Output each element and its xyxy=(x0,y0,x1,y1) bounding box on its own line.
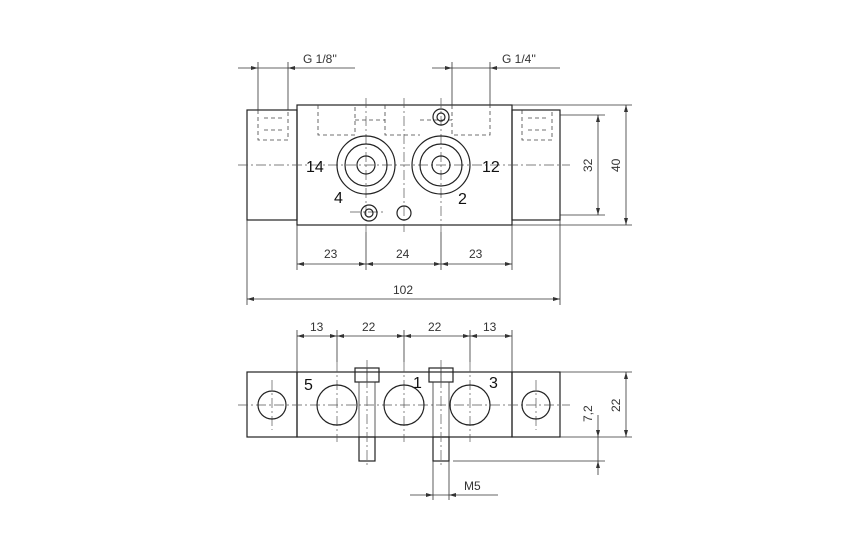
dim-m5-label: M5 xyxy=(464,479,481,493)
dim-40: 40 xyxy=(609,158,623,172)
port-12-circle xyxy=(411,135,471,195)
dim-13-right: 13 xyxy=(483,320,497,334)
screw-left xyxy=(354,360,380,468)
port-label-5: 5 xyxy=(304,377,313,394)
thread-callout-g18: G 1/8'' xyxy=(238,52,355,110)
dim-23-left: 23 xyxy=(324,247,338,261)
port-label-4: 4 xyxy=(334,190,343,207)
port-14-circle xyxy=(336,135,396,195)
bottom-view: 5 1 3 13 22 22 13 xyxy=(238,320,632,500)
mounting-hole-small xyxy=(360,108,450,222)
dim-vertical-32-40: 32 40 xyxy=(512,104,632,226)
thread-label-large: G 1/4'' xyxy=(502,52,536,66)
screw-right xyxy=(428,360,454,468)
dim-23-right: 23 xyxy=(469,247,483,261)
dim-vertical-7-2-22: 7,2 22 xyxy=(453,371,632,475)
end-cap-left-bottom xyxy=(246,371,298,438)
port-label-3: 3 xyxy=(489,375,498,392)
dim-102: 102 xyxy=(393,283,413,297)
hidden-ports-top xyxy=(257,105,553,141)
port-label-12: 12 xyxy=(482,159,500,176)
end-cap-right-bottom xyxy=(511,371,561,438)
dim-chain-23-24-23: 23 24 23 xyxy=(296,225,513,270)
thread-label-small: G 1/8'' xyxy=(303,52,337,66)
dim-m5: M5 xyxy=(410,461,498,500)
dim-22-right: 22 xyxy=(428,320,442,334)
port-label-2: 2 xyxy=(458,191,467,208)
valve-body-bottom xyxy=(296,371,513,438)
end-cap-left-top xyxy=(246,109,298,221)
top-view: 14 12 4 2 G 1/8'' G 1/4'' xyxy=(238,52,632,305)
thread-callout-g14: G 1/4'' xyxy=(432,52,560,105)
dim-overall-102: 102 xyxy=(246,220,561,305)
dim-22-left: 22 xyxy=(362,320,376,334)
dim-22-vertical: 22 xyxy=(609,398,623,412)
port-label-14: 14 xyxy=(306,159,324,176)
dim-chain-13-22-22-13: 13 22 22 13 xyxy=(296,320,513,372)
dim-13-left: 13 xyxy=(310,320,324,334)
port-label-1: 1 xyxy=(413,375,422,392)
dim-32: 32 xyxy=(581,158,595,172)
bottom-holes xyxy=(257,384,551,426)
dim-24: 24 xyxy=(396,247,410,261)
dim-7-2: 7,2 xyxy=(581,405,595,422)
